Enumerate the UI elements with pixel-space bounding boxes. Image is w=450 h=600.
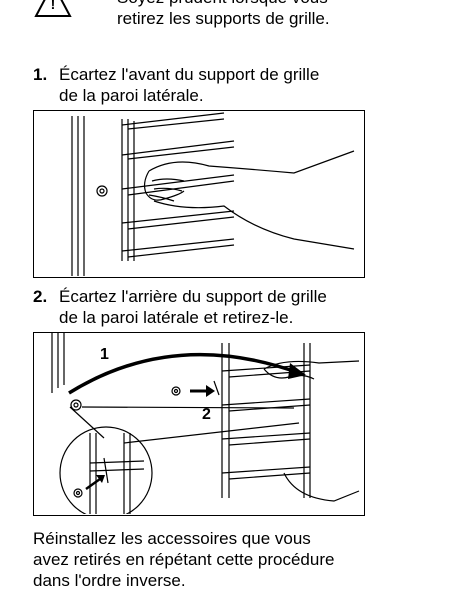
svg-text:!: !	[51, 0, 56, 12]
figure-1-drawing	[71, 112, 355, 276]
step-number: 2.	[33, 287, 48, 306]
warning-line-1: Soyez prudent lorsque vous	[117, 0, 417, 8]
figure-2-drawing: 1 2	[51, 333, 360, 514]
step-line-1: Écartez l'arrière du support de grille	[59, 287, 327, 306]
step-text: Écartez l'avant du support de grille de …	[59, 64, 409, 106]
callout-1: 1	[100, 346, 109, 363]
reinstall-note: Réinstallez les accessoires que vous ave…	[33, 528, 413, 591]
step-number: 1.	[33, 65, 48, 84]
reinstall-line-3: dans l'ordre inverse.	[33, 571, 186, 590]
step-line-1: Écartez l'avant du support de grille	[59, 65, 320, 84]
figure-2-illustration: 1 2	[33, 332, 365, 516]
reinstall-line-1: Réinstallez les accessoires que vous	[33, 529, 311, 548]
step-text: Écartez l'arrière du support de grille d…	[59, 286, 409, 328]
warning-triangle-icon: !	[34, 0, 72, 17]
step-line-2: de la paroi latérale et retirez-le.	[59, 308, 294, 327]
reinstall-line-2: avez retirés en répétant cette procédure	[33, 550, 335, 569]
callout-2: 2	[202, 406, 211, 423]
warning-line-2: retirez les supports de grille.	[117, 9, 330, 28]
warning-notice: ! Soyez prudent lorsque vous retirez les…	[33, 0, 413, 46]
step-line-2: de la paroi latérale.	[59, 86, 204, 105]
warning-text: Soyez prudent lorsque vous retirez les s…	[117, 0, 417, 29]
figure-1-illustration	[33, 110, 365, 278]
